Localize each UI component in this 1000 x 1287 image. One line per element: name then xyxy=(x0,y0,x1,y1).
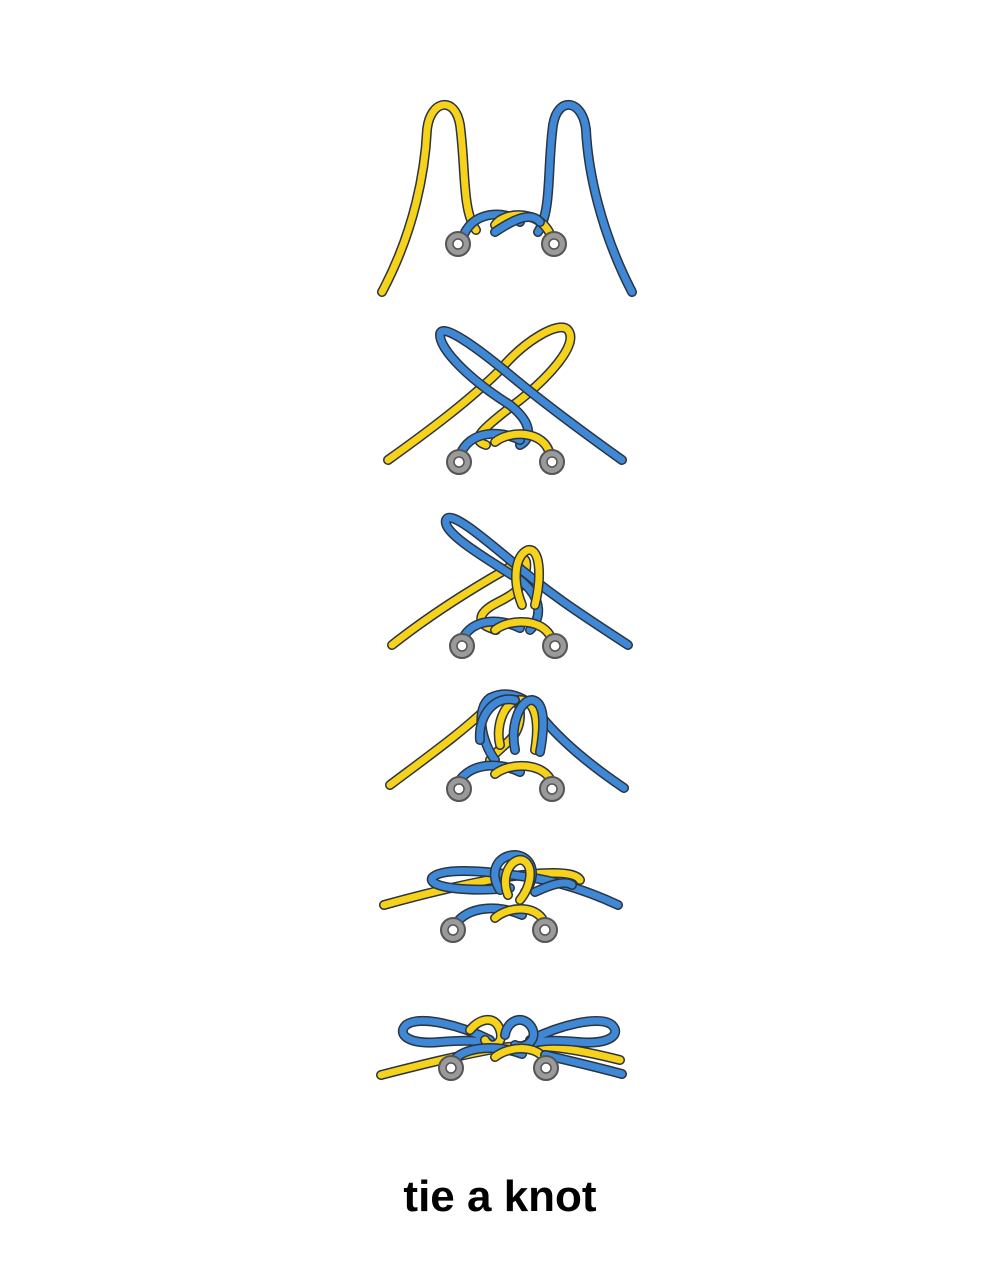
eyelet-right xyxy=(532,917,558,943)
eyelet-right xyxy=(539,776,565,802)
eyelet-hole xyxy=(453,456,465,468)
eyelet-left xyxy=(449,633,475,659)
knot-wraps xyxy=(474,694,549,757)
eyelet-hole xyxy=(546,456,558,468)
blue-lace-segment xyxy=(534,101,636,296)
yellow-lace-segment xyxy=(378,101,480,296)
lace-crossing xyxy=(450,903,550,930)
knot-center xyxy=(489,850,577,905)
blue-lace-segment xyxy=(531,879,576,896)
yellow-lace xyxy=(377,100,481,297)
step-5-tighten xyxy=(379,850,623,943)
eyelet-hole xyxy=(453,783,465,795)
eyelet-hole xyxy=(456,640,468,652)
blue-right-loop xyxy=(520,1015,621,1050)
eyelet-left xyxy=(438,1055,464,1081)
eyelet-left xyxy=(445,231,471,257)
eyelet-hole xyxy=(549,640,561,652)
yellow-lace-segment xyxy=(501,856,534,904)
blue-lace-segment xyxy=(399,1017,499,1049)
blue-lace-segment xyxy=(491,213,544,236)
blue-lace-segment xyxy=(521,1017,619,1049)
step-4-pull-through xyxy=(385,689,629,802)
lace-crossing xyxy=(457,616,557,645)
yellow-wrap xyxy=(511,545,544,610)
eyelet-right xyxy=(541,231,567,257)
blue-lace-segment xyxy=(541,1051,626,1078)
eyelet-hole xyxy=(447,924,459,936)
blue-lace-segment xyxy=(442,514,632,649)
lace-crossing xyxy=(457,209,557,245)
yellow-lace-segment xyxy=(491,430,554,459)
eyelet-hole xyxy=(452,238,464,250)
step-2-make-two-loops xyxy=(383,322,627,475)
lace-crossing xyxy=(453,760,557,788)
eyelet-left xyxy=(440,917,466,943)
yellow-lace-segment xyxy=(495,696,541,754)
eyelet-left xyxy=(446,776,472,802)
eyelet-hole xyxy=(540,1062,552,1074)
blue-tail xyxy=(540,1050,627,1079)
eyelet-hole xyxy=(546,783,558,795)
step-6-finished-bow xyxy=(376,1014,627,1081)
eyelet-hole xyxy=(539,924,551,936)
lace-crossing xyxy=(455,428,555,460)
blue-loop xyxy=(435,326,627,465)
lace-crossing xyxy=(447,1043,551,1067)
blue-lace xyxy=(533,100,637,297)
diagram-caption: tie a knot xyxy=(403,1172,597,1221)
eyelet-hole xyxy=(445,1062,457,1074)
step-1-uncrossed-laces xyxy=(377,100,637,297)
blue-left-loop xyxy=(397,1015,500,1050)
blue-lace-segment xyxy=(510,696,547,756)
blue-lace-segment xyxy=(436,327,626,464)
blue-lace-segment xyxy=(476,695,519,744)
yellow-loop xyxy=(383,322,576,465)
eyelet-right xyxy=(533,1055,559,1081)
step-3-wrap-loop xyxy=(387,512,633,659)
yellow-lace-segment xyxy=(384,323,574,464)
eyelet-right xyxy=(539,449,565,475)
eyelet-right xyxy=(542,633,568,659)
eyelet-left xyxy=(446,449,472,475)
eyelet-hole xyxy=(548,238,560,250)
blue-loop xyxy=(440,512,633,650)
yellow-lace-segment xyxy=(512,546,543,609)
